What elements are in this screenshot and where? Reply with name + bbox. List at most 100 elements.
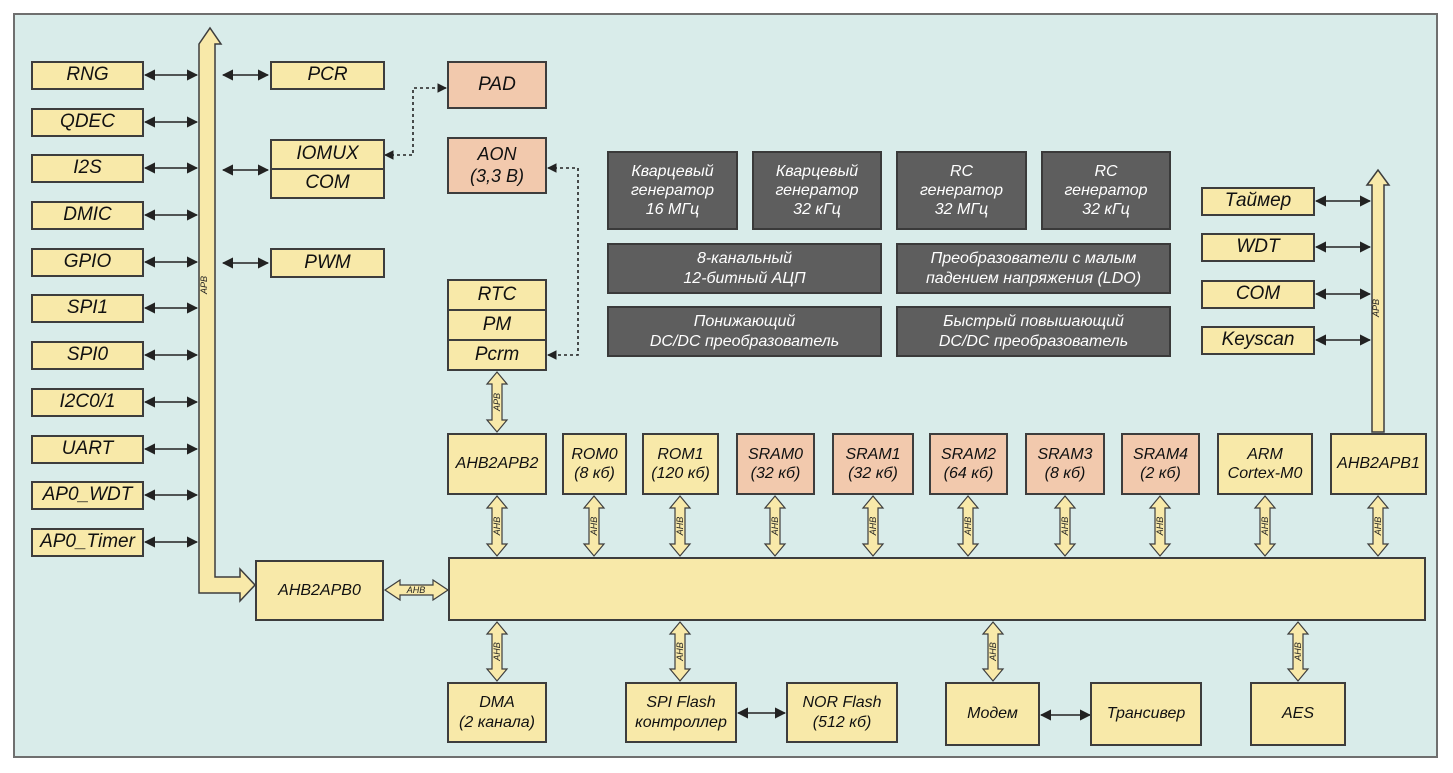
com-right-block: COM: [1201, 280, 1315, 309]
ap0-wdt-label: AP0_WDT: [42, 484, 133, 506]
ahb-link-sram2-label: AHB: [963, 517, 973, 537]
ahb2apb1-block: AHB2APB1: [1330, 433, 1427, 495]
pcrm-block: Pcrm: [447, 339, 547, 371]
sram3-size: (8 кб): [1044, 465, 1086, 482]
i2s-block: I2S: [31, 154, 144, 183]
ahb-link-modem-label: AHB: [988, 642, 998, 662]
spi1-label: SPI1: [66, 297, 109, 319]
aon-label: AON: [477, 143, 517, 164]
ahb-link-spiflash: [668, 621, 692, 682]
cpu-line1: ARM: [1247, 445, 1283, 463]
i2c-block: I2C0/1: [31, 388, 144, 417]
ahb-link-dma-label: AHB: [492, 642, 502, 662]
rc32m-line1: RC: [949, 162, 974, 180]
buck-line2: DC/DC преобразователь: [649, 332, 840, 350]
xo16-line3: 16 МГц: [645, 201, 700, 219]
spi0-label: SPI0: [66, 344, 109, 366]
timer-label: Таймер: [1224, 190, 1292, 212]
apb-link-pcrm: [485, 371, 509, 433]
modem-label: Модем: [967, 705, 1018, 723]
apb-bus-left: [198, 26, 257, 603]
pcrm-label: Pcrm: [474, 343, 520, 365]
aes-label: AES: [1281, 705, 1314, 723]
sram2-size: (64 кб): [943, 465, 994, 482]
sram2-block: SRAM2 (64 кб): [929, 433, 1008, 495]
pcr-block: PCR: [270, 61, 385, 90]
sram4-block: SRAM4 (2 кб): [1121, 433, 1200, 495]
wdt-block: WDT: [1201, 233, 1315, 262]
sram1-size: (32 кб): [848, 465, 898, 482]
com-left-block: COM: [270, 168, 385, 199]
norflash-line2: (512 кб): [812, 713, 872, 731]
gpio-block: GPIO: [31, 248, 144, 277]
ahb-link-modem: [981, 621, 1005, 682]
rc32k-line3: 32 кГц: [1082, 201, 1130, 219]
sram1-block: SRAM1(32 кб): [832, 433, 914, 495]
transceiver-label: Трансивер: [1106, 705, 1186, 723]
iomux-block: IOMUX: [270, 139, 385, 170]
qdec-label: QDEC: [60, 111, 115, 133]
modem-block: Модем: [945, 682, 1040, 746]
ap0-timer-label: AP0_Timer: [40, 531, 135, 553]
apb-bus-right: [1365, 168, 1391, 433]
sram4-name: SRAM4: [1132, 445, 1189, 463]
ahb-link-aes: [1286, 621, 1310, 682]
ahb-link-apb1-label: AHB: [1373, 517, 1383, 537]
sram2-name: SRAM2: [940, 445, 997, 463]
rom0-size: (8 кб): [574, 465, 615, 482]
pwm-block: PWM: [270, 248, 385, 278]
ahb-link-apb2-label: AHB: [492, 517, 502, 537]
ahb-link-spiflash-label: AHB: [675, 642, 685, 662]
rom1-size: (120 кб): [651, 465, 710, 482]
ahb-link-apb1: [1366, 495, 1390, 557]
ap0-wdt-block: AP0_WDT: [31, 481, 144, 510]
xo32-line3: 32 кГц: [793, 201, 841, 219]
sram3-name: SRAM3: [1037, 445, 1093, 463]
rc32m-line2: генератор: [919, 181, 1004, 199]
pwm-label: PWM: [304, 251, 351, 273]
diagram-frame: [13, 13, 1438, 758]
spi1-block: SPI1: [31, 294, 144, 323]
spi0-block: SPI0: [31, 341, 144, 370]
com-left-label: COM: [305, 172, 350, 194]
wdt-label: WDT: [1236, 236, 1280, 258]
pm-label: PM: [482, 313, 512, 335]
buck-line1: Понижающий: [693, 313, 796, 331]
sram4-size: (2 кб): [1140, 465, 1181, 482]
pcr-label: PCR: [307, 64, 348, 86]
rom1-name: ROM1: [657, 445, 704, 463]
ahb2apb1-label: AHB2APB1: [1337, 455, 1420, 473]
rc32k-line1: RC: [1094, 162, 1118, 180]
com-right-label: COM: [1235, 283, 1281, 305]
sram0-size: (32 кб): [750, 465, 801, 482]
ahb-link-sram1: [861, 495, 885, 557]
sram0-block: SRAM0(32 кб): [736, 433, 815, 495]
dmic-label: DMIC: [63, 204, 112, 226]
ahb-link-dma: [485, 621, 509, 682]
ahb-link-rom0-label: AHB: [589, 517, 599, 537]
rng-label: RNG: [66, 64, 109, 86]
rtc-block: RTC: [447, 279, 547, 311]
dma-block: DMA(2 канала): [447, 682, 547, 743]
dma-line1: DMA: [479, 694, 515, 712]
xo16-line2: генератор: [630, 181, 715, 199]
aon-voltage: (3,3 В): [469, 165, 525, 186]
ahb-link-sram2: [956, 495, 980, 557]
spiflash-line1: SPI Flash: [646, 694, 716, 712]
dma-line2: (2 канала): [459, 713, 535, 731]
ahb-link-sram0: [763, 495, 787, 557]
adc-line1: 8-канальный: [696, 250, 793, 268]
ahb-link-aes-label: AHB: [1293, 642, 1303, 662]
gpio-label: GPIO: [63, 251, 112, 273]
i2c-label: I2C0/1: [59, 391, 116, 413]
ahb-link-rom1: [668, 495, 692, 557]
